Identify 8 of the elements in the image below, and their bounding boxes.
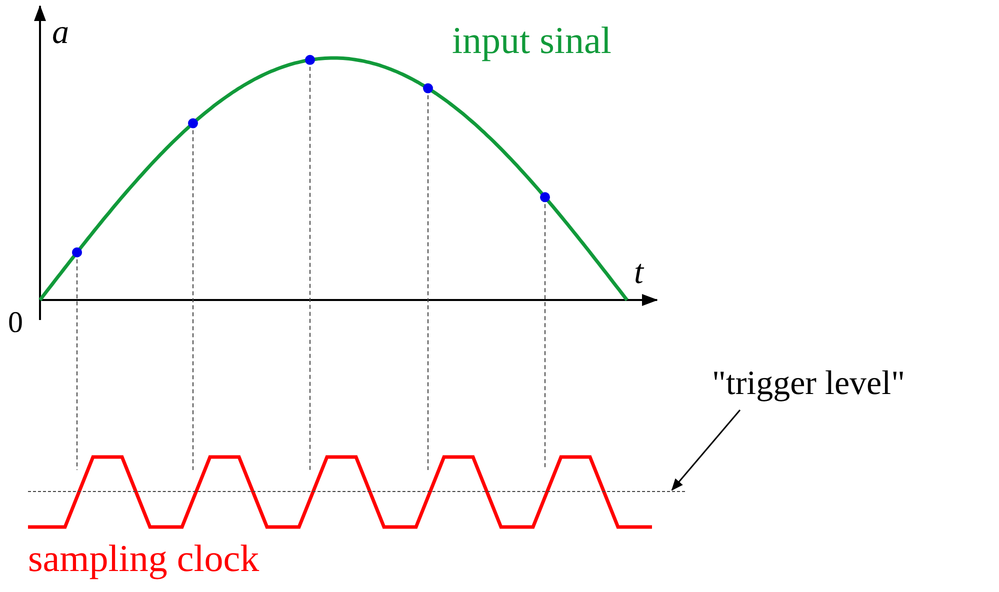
trigger-level-line [28,491,685,493]
label-text: a [52,16,69,50]
label-text: sampling clock [28,540,260,578]
label-text: input sinal [452,22,612,60]
annotation-text: "trigger level" [712,364,906,404]
label-text: t [634,256,644,290]
label-text: 0 [8,308,23,338]
leader-line [671,410,741,491]
